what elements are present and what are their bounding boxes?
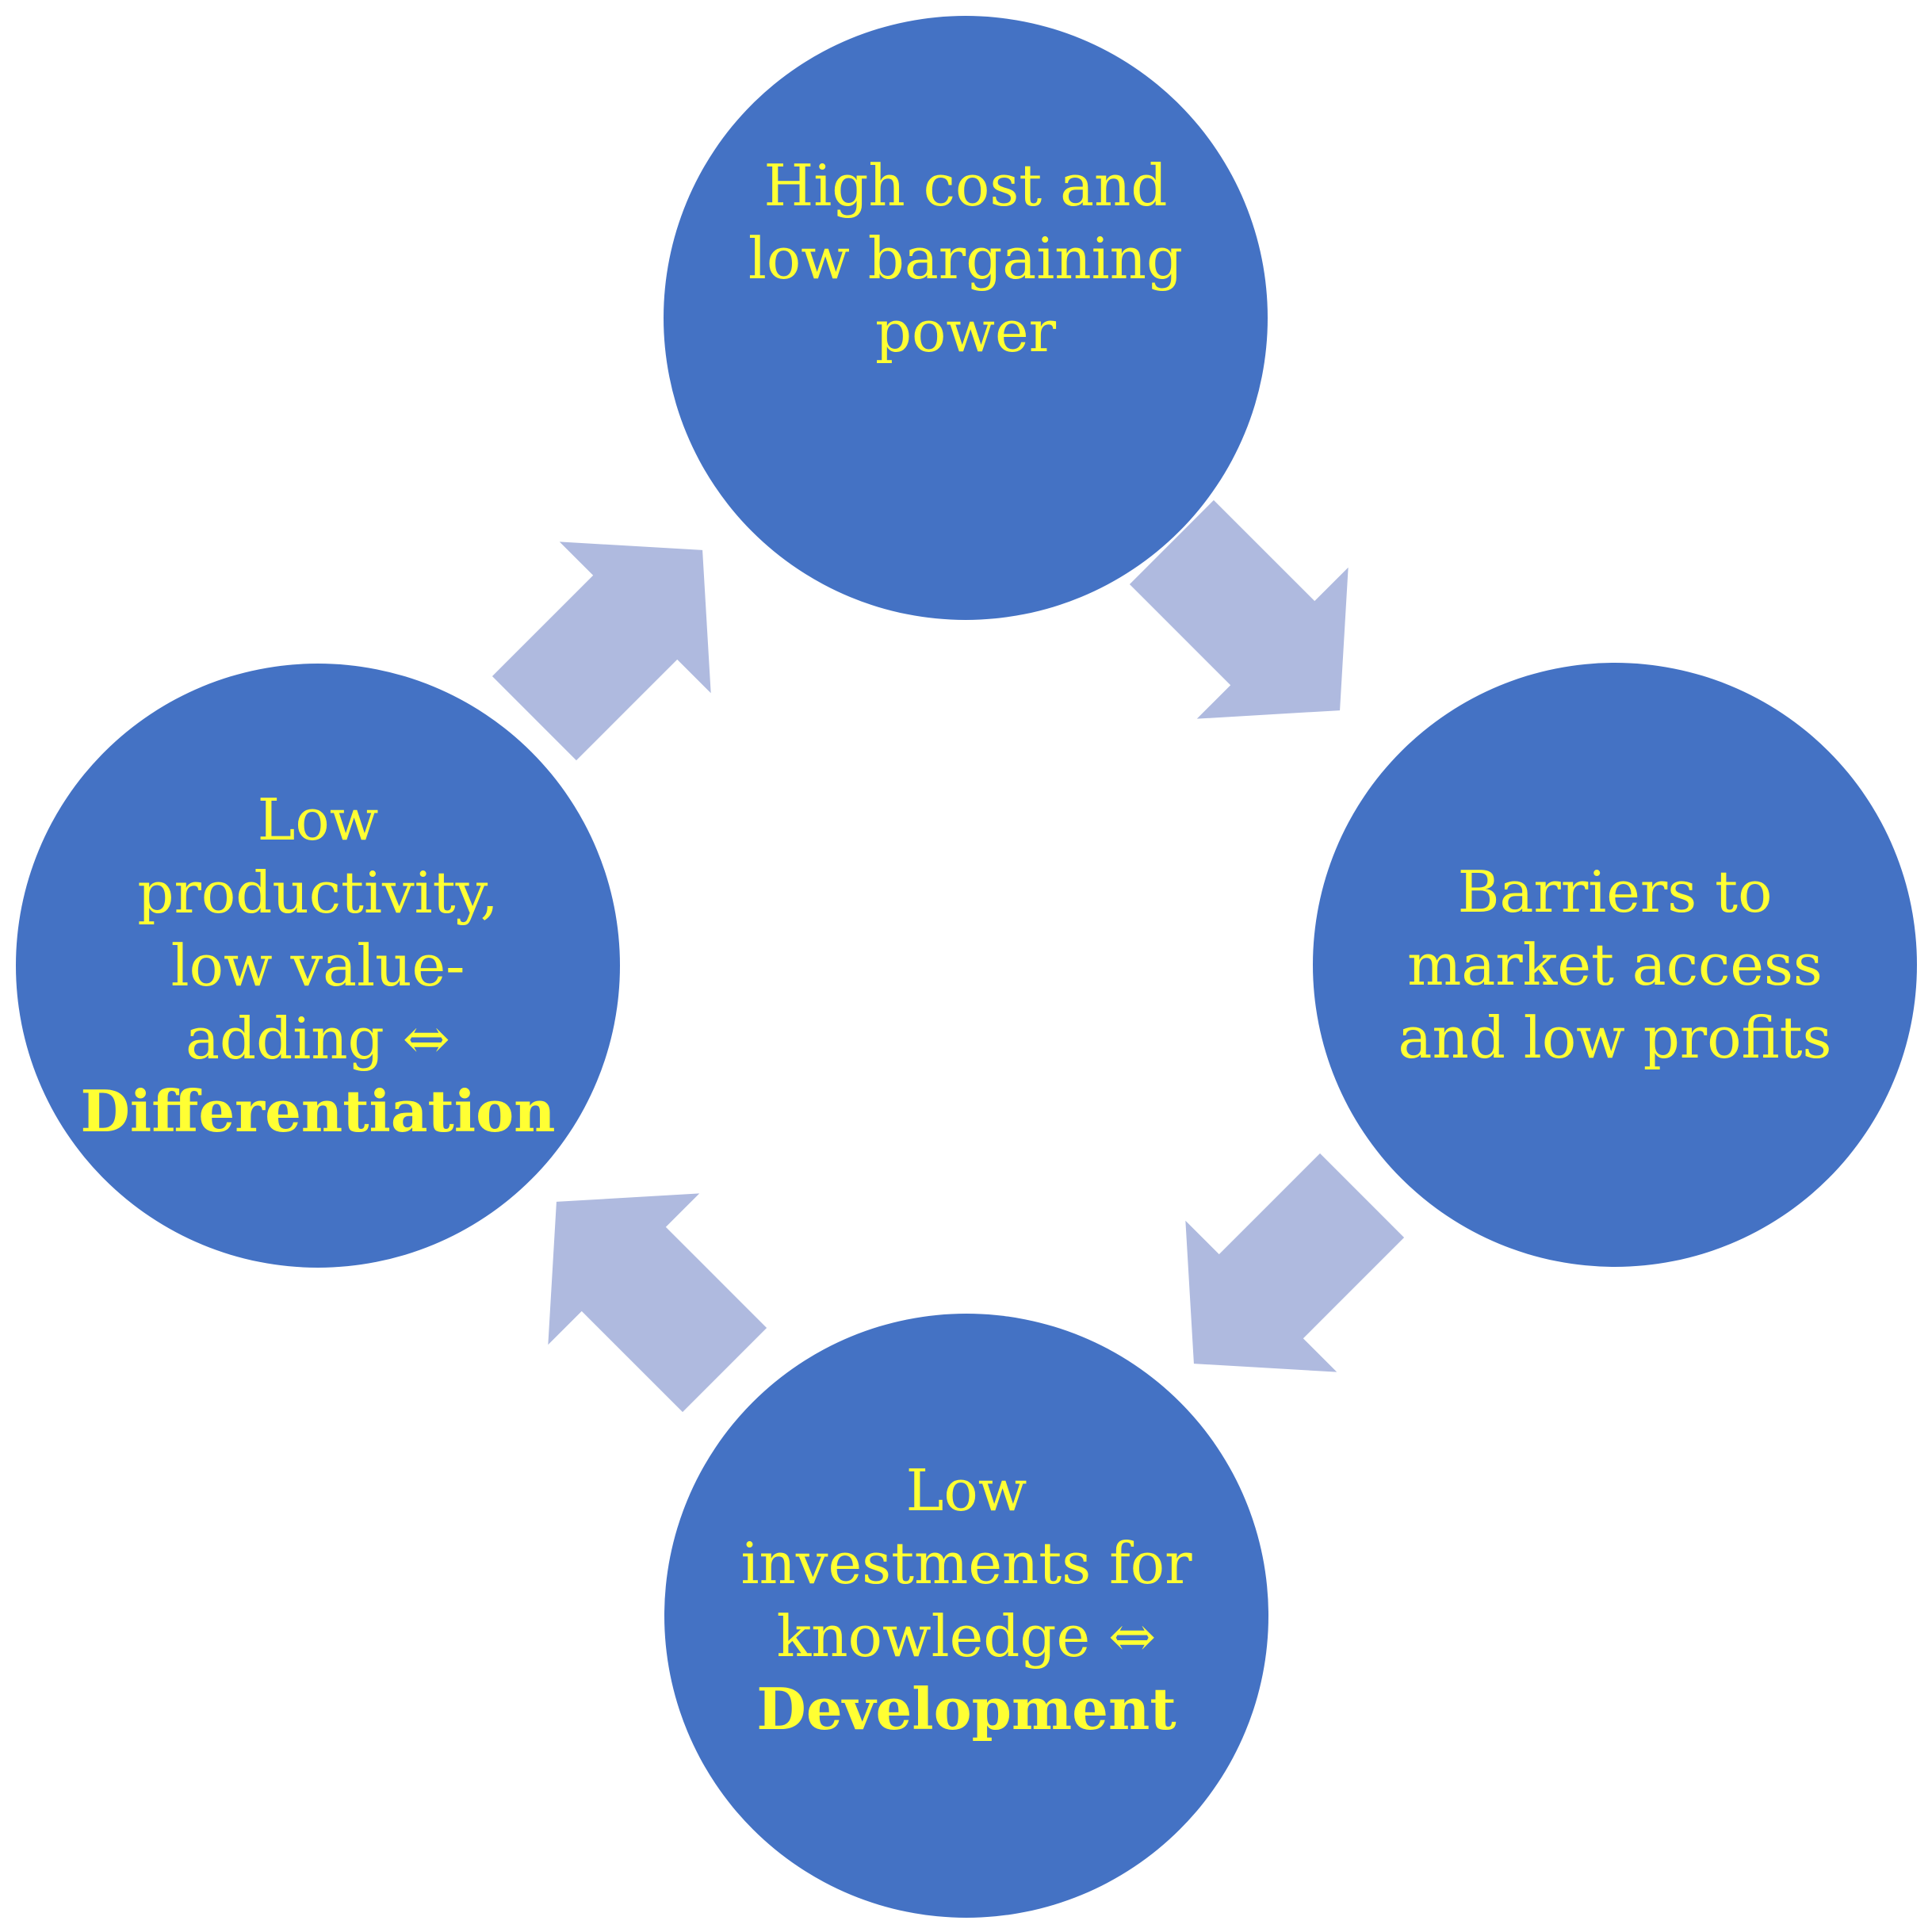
node-line: low value-	[170, 932, 465, 999]
node-label: Low investments for knowledge ⇔ Developm…	[740, 1454, 1192, 1746]
node-line: market access	[1407, 932, 1823, 998]
cycle-node-low-investments: Low investments for knowledge ⇔ Developm…	[664, 1314, 1268, 1918]
node-line: investments for	[740, 1530, 1192, 1597]
node-line: productivity,	[137, 859, 499, 926]
node-label: Barriers to market access and low profit…	[1398, 855, 1832, 1074]
node-line-bold: Differentiation	[80, 1077, 556, 1145]
node-label: High cost and low bargaining power	[748, 149, 1183, 368]
node-line: power	[874, 298, 1057, 365]
node-line: and low profits	[1398, 1004, 1832, 1071]
arrow-top-to-right	[1129, 499, 1349, 719]
arrow-left-to-top	[492, 541, 711, 761]
node-line-bold: Development	[756, 1675, 1176, 1743]
cycle-node-high-cost: High cost and low bargaining power	[664, 16, 1268, 620]
arrow-bottom-to-left	[548, 1193, 767, 1413]
cycle-node-barriers: Barriers to market access and low profit…	[1313, 663, 1917, 1267]
cycle-node-low-productivity: Low productivity, low value- adding ⇔ Di…	[16, 664, 620, 1268]
node-label: Low productivity, low value- adding ⇔ Di…	[80, 783, 555, 1148]
node-line: knowledge ⇔	[776, 1603, 1157, 1670]
node-line: High cost and	[763, 152, 1168, 219]
node-line: Low	[905, 1457, 1027, 1524]
node-line: Barriers to	[1457, 859, 1773, 925]
arrow-right-to-bottom	[1185, 1153, 1405, 1372]
node-line: low bargaining	[748, 225, 1184, 292]
node-line: Low	[257, 786, 379, 853]
node-line: adding ⇔	[186, 1005, 450, 1072]
